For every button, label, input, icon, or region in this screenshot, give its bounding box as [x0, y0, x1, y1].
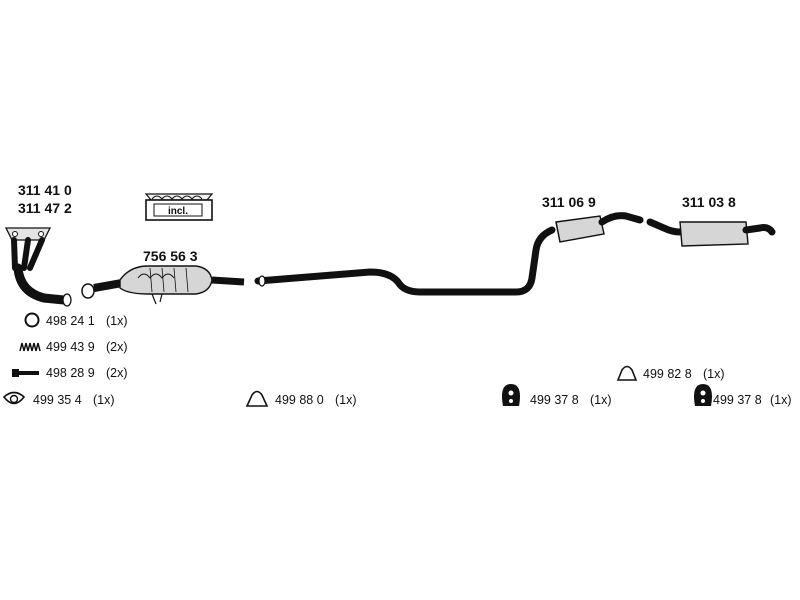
rear-silencer-part	[646, 218, 776, 247]
hanger-clamp-icon	[245, 390, 269, 407]
accessory-ring-gasket: 498 24 1 (1x)	[24, 312, 128, 328]
middle-silencer-part	[555, 212, 644, 243]
accessory-hanger-clamp: 499 88 0 (1x)	[245, 390, 357, 407]
rubber-mount-icon	[502, 384, 520, 406]
accessory-code: 499 35 4	[33, 393, 82, 407]
part-number-rear-silencer: 311 03 8	[682, 194, 736, 210]
accessory-code: 499 88 0	[275, 393, 324, 407]
part-number-catalyst: 756 56 3	[143, 248, 198, 264]
accessory-qty: (1x)	[93, 393, 115, 407]
hanger-clamp-icon	[616, 365, 638, 381]
mounting-kit-box: incl.	[144, 193, 214, 221]
spring-icon	[19, 342, 41, 352]
bolt-icon	[12, 369, 39, 377]
accessory-qty: (1x)	[703, 367, 725, 381]
flange-gasket-icon	[2, 391, 26, 405]
middle-pipe-part	[254, 226, 556, 296]
rubber-mount-icon	[694, 384, 712, 406]
accessory-qty: (1x)	[335, 393, 357, 407]
ring-gasket-icon	[24, 312, 40, 328]
accessory-code: 499 37 8	[530, 393, 579, 407]
accessory-hanger-clamp-rear: 499 82 8 (1x)	[616, 365, 725, 381]
accessory-rubber-mount-middle: 499 37 8 (1x)	[502, 384, 612, 407]
accessory-qty: (2x)	[106, 340, 128, 354]
accessory-code: 498 24 1	[46, 314, 95, 328]
accessory-code: 499 37 8	[713, 393, 762, 407]
part-number-manifold-2: 311 47 2	[18, 200, 72, 216]
accessory-bolt: 498 28 9 (2x)	[12, 366, 128, 380]
accessory-code: 499 82 8	[643, 367, 692, 381]
part-number-middle-silencer: 311 06 9	[542, 194, 596, 210]
part-number-manifold-1: 311 41 0	[18, 182, 72, 198]
accessory-qty: (2x)	[106, 366, 128, 380]
accessory-qty: (1x)	[590, 393, 612, 407]
accessory-code: 499 43 9	[46, 340, 95, 354]
kit-label: incl.	[168, 206, 188, 217]
accessory-spring: 499 43 9 (2x)	[19, 340, 128, 354]
accessory-qty: (1x)	[770, 393, 792, 407]
catalytic-converter-part	[81, 265, 245, 305]
accessory-qty: (1x)	[106, 314, 128, 328]
exhaust-manifold-part	[4, 227, 72, 307]
accessory-rubber-mount-rear: 499 37 8 (1x)	[694, 384, 792, 407]
accessory-code: 498 28 9	[46, 366, 95, 380]
accessory-flange-gasket: 499 35 4 (1x)	[2, 391, 115, 407]
